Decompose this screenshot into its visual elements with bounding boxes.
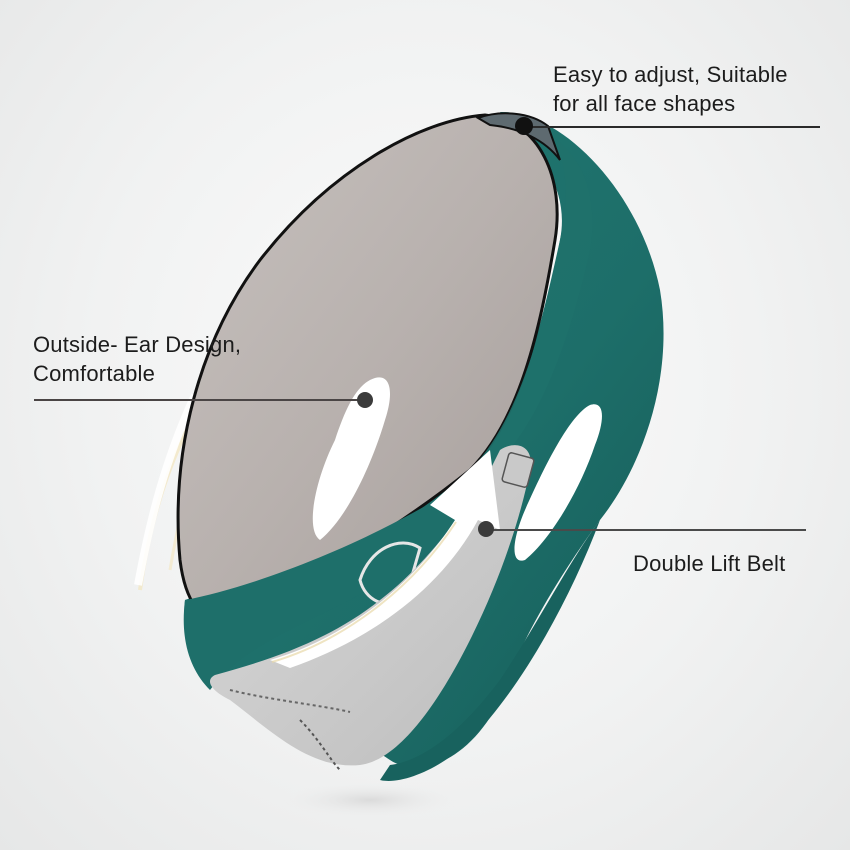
callout-adjust-line-1: Easy to adjust, Suitable — [553, 62, 788, 87]
callout-label-adjust: Easy to adjust, Suitable for all face sh… — [553, 60, 788, 118]
callout-ear-line-2: Comfortable — [33, 361, 156, 386]
lift-arrow-icon — [270, 450, 500, 668]
double-lift-belt — [210, 445, 531, 766]
callout-leader-adjust — [530, 126, 820, 128]
callout-adjust-line-2: for all face shapes — [553, 91, 736, 116]
ear-hole-left — [312, 377, 390, 540]
callout-ear-line-1: Outside- Ear Design, — [33, 332, 242, 357]
dot-marker-icon — [357, 392, 373, 408]
callout-lift-line-1: Double Lift Belt — [633, 551, 786, 576]
ear-hole-right — [514, 404, 602, 561]
floor-shadow — [280, 782, 460, 818]
callout-label-ear: Outside- Ear Design, Comfortable — [33, 330, 241, 388]
callout-label-lift: Double Lift Belt — [633, 549, 785, 578]
dot-marker-icon — [515, 117, 533, 135]
belt-velcro-tab — [501, 452, 535, 488]
callout-leader-lift — [488, 529, 806, 531]
adjuster-buckle — [475, 112, 561, 161]
dot-marker-icon — [478, 521, 494, 537]
callout-leader-ear — [34, 399, 366, 401]
